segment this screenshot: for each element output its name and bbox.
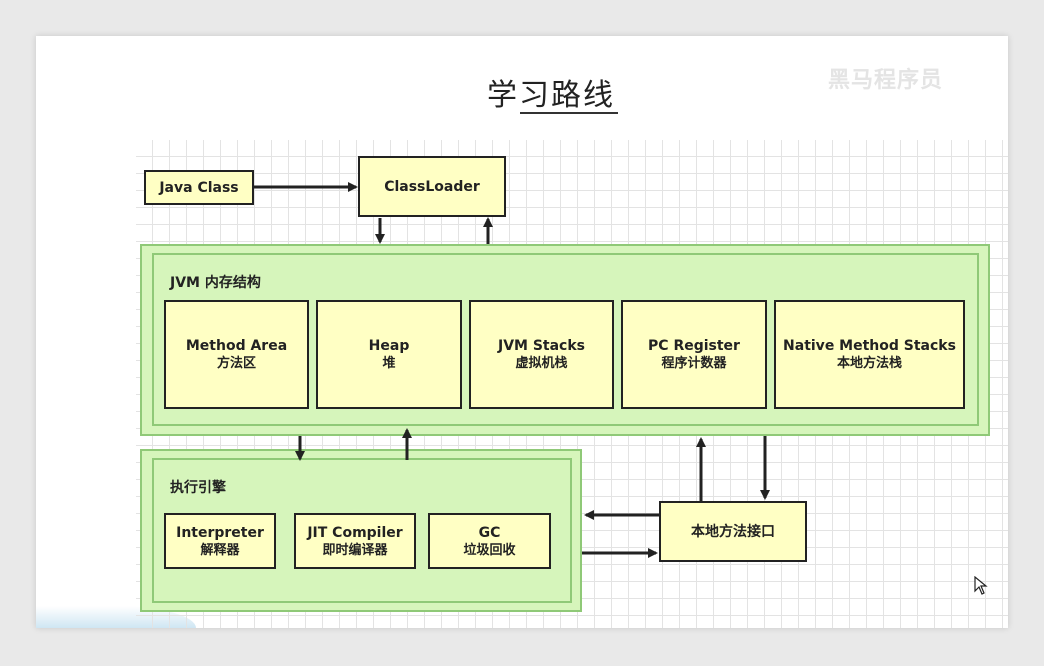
interpreter-en: Interpreter	[176, 524, 264, 541]
gc-en: GC	[478, 524, 501, 541]
title-underline	[520, 112, 618, 114]
interpreter-box: Interpreter 解释器	[164, 513, 276, 569]
java-class-label: Java Class	[159, 179, 239, 196]
method-area-box: Method Area 方法区	[164, 300, 309, 409]
heap-en: Heap	[368, 338, 410, 354]
pc-register-zh: 程序计数器	[661, 356, 727, 371]
native-method-stacks-en: Native Method Stacks	[783, 338, 956, 354]
execution-engine-label: 执行引擎	[170, 480, 226, 496]
method-area-en: Method Area	[185, 338, 288, 354]
native-interface-label: 本地方法接口	[691, 523, 775, 540]
classloader-label: ClassLoader	[384, 178, 480, 195]
jvm-stacks-en: JVM Stacks	[497, 338, 585, 354]
gc-zh: 垃圾回收	[463, 542, 516, 558]
jit-compiler-en: JIT Compiler	[307, 524, 403, 541]
jvm-stacks-zh: 虚拟机栈	[515, 356, 568, 371]
page-title: 学习路线	[487, 78, 615, 113]
native-method-stacks-box: Native Method Stacks 本地方法栈	[774, 300, 965, 409]
heap-box: Heap 堆	[316, 300, 462, 409]
pc-register-box: PC Register 程序计数器	[621, 300, 767, 409]
heap-zh: 堆	[382, 356, 396, 371]
brand-watermark: 黑马程序员	[828, 68, 944, 93]
interpreter-zh: 解释器	[200, 542, 240, 558]
native-interface-box: 本地方法接口	[659, 501, 807, 562]
java-class-box: Java Class	[144, 170, 254, 205]
native-method-stacks-zh: 本地方法栈	[836, 356, 902, 371]
jvm-memory-label: JVM 内存结构	[170, 275, 261, 291]
pc-register-en: PC Register	[648, 338, 740, 354]
gc-box: GC 垃圾回收	[428, 513, 551, 569]
jvm-stacks-box: JVM Stacks 虚拟机栈	[469, 300, 614, 409]
mouse-cursor-icon	[974, 576, 988, 595]
classloader-box: ClassLoader	[358, 156, 506, 217]
jit-compiler-box: JIT Compiler 即时编译器	[294, 513, 416, 569]
jit-compiler-zh: 即时编译器	[322, 542, 388, 558]
method-area-zh: 方法区	[216, 356, 256, 371]
